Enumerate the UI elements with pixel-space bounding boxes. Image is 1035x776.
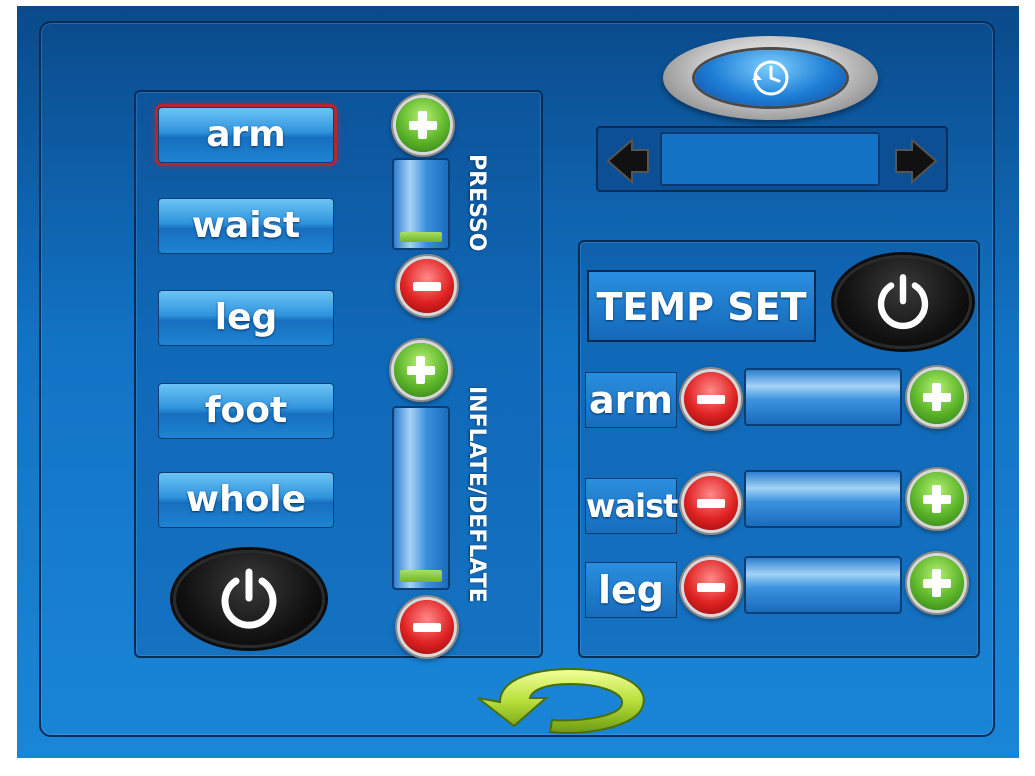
- inflate-level-fill: [400, 570, 442, 582]
- temp-set-title: TEMP SET: [587, 270, 816, 342]
- temp-waist-slider[interactable]: [744, 470, 902, 528]
- inflate-deflate-slider[interactable]: [392, 406, 450, 590]
- inflate-deflate-label: INFLATE/DEFLATE: [464, 386, 489, 603]
- inflate-increase-button[interactable]: [394, 343, 448, 397]
- next-button[interactable]: [894, 137, 938, 188]
- arrow-right-icon: [895, 137, 938, 185]
- pressure-increase-button[interactable]: [396, 98, 450, 152]
- minus-icon: [697, 395, 725, 404]
- main-frame: [39, 21, 995, 737]
- pressure-level-fill: [400, 232, 442, 242]
- clock-refresh-icon: [752, 60, 789, 96]
- previous-button[interactable]: [606, 137, 650, 188]
- timer-display: [660, 132, 880, 186]
- zone-button-arm[interactable]: arm: [158, 107, 334, 163]
- inflate-decrease-button[interactable]: [400, 600, 454, 654]
- temp-leg-slider[interactable]: [744, 556, 902, 614]
- zone-button-leg[interactable]: leg: [158, 290, 334, 346]
- arrow-left-icon: [606, 137, 649, 185]
- minus-icon: [697, 499, 725, 508]
- zone-button-foot[interactable]: foot: [158, 383, 334, 439]
- zone-button-waist[interactable]: waist: [158, 198, 334, 254]
- minus-icon: [413, 623, 441, 632]
- temp-label-waist: waist: [585, 478, 678, 534]
- minus-icon: [413, 282, 441, 291]
- temp-arm-increase-button[interactable]: [910, 370, 964, 424]
- zone-button-whole[interactable]: whole: [158, 472, 334, 528]
- minus-icon: [697, 583, 725, 592]
- timer-button[interactable]: [663, 36, 878, 120]
- power-icon: [221, 568, 277, 629]
- temp-arm-slider[interactable]: [744, 368, 902, 426]
- pressure-decrease-button[interactable]: [400, 259, 454, 313]
- timer-navigation: [596, 126, 948, 192]
- pressure-slider[interactable]: [392, 158, 450, 250]
- temp-power-button[interactable]: [834, 255, 972, 349]
- massage-power-button[interactable]: [173, 550, 325, 648]
- temp-waist-increase-button[interactable]: [910, 472, 964, 526]
- temp-waist-decrease-button[interactable]: [684, 476, 738, 530]
- pressure-label: PRESSO: [464, 154, 489, 252]
- temp-arm-decrease-button[interactable]: [684, 372, 738, 426]
- temp-label-arm: arm: [585, 372, 677, 428]
- temp-leg-decrease-button[interactable]: [684, 560, 738, 614]
- return-arrow-icon: [477, 668, 645, 734]
- temp-leg-increase-button[interactable]: [910, 556, 964, 610]
- temp-label-leg: leg: [585, 562, 677, 618]
- return-button[interactable]: [470, 660, 660, 744]
- power-icon: [877, 274, 929, 330]
